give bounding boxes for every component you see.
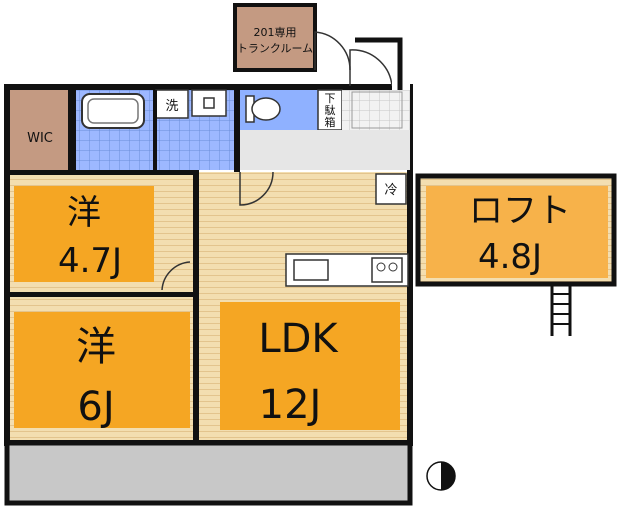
trunk-room-label-1: 201専用 bbox=[254, 26, 297, 39]
room-1-size: 4.7J bbox=[58, 241, 122, 281]
loft-tatami bbox=[426, 186, 608, 278]
trunk-room bbox=[233, 3, 317, 72]
loft-size: 4.8J bbox=[478, 237, 542, 277]
ldk-tatami bbox=[220, 302, 400, 430]
shoe-cabinet-label-2: 駄 bbox=[325, 103, 336, 117]
washroom-label: 洗 bbox=[165, 99, 178, 114]
room-1-tatami bbox=[14, 186, 154, 282]
trunk-room-label-2: トランクルーム bbox=[237, 42, 313, 55]
fridge-label: 冷 bbox=[384, 183, 397, 198]
corridor-area bbox=[238, 130, 410, 170]
ladder-icon bbox=[550, 284, 572, 336]
ldk-name: LDK bbox=[258, 316, 339, 362]
ldk-size: 12J bbox=[259, 382, 322, 428]
stove-icon bbox=[371, 257, 403, 283]
toilet-icon bbox=[245, 95, 281, 123]
room-2-size: 6J bbox=[77, 384, 114, 430]
loft-name: ロフト bbox=[469, 191, 571, 231]
shoe-cabinet-label-1: 下 bbox=[325, 92, 336, 105]
room-2-name: 洋 bbox=[76, 324, 116, 370]
sink-icon bbox=[293, 259, 329, 281]
bathtub-icon bbox=[81, 93, 145, 129]
stairs-icon bbox=[351, 91, 403, 129]
compass-icon bbox=[426, 461, 456, 491]
sink-icon bbox=[191, 89, 227, 117]
entrance-door bbox=[349, 49, 393, 87]
room-1-name: 洋 bbox=[67, 193, 101, 233]
wic-label: WIC bbox=[27, 131, 53, 146]
wic-area bbox=[10, 90, 70, 170]
fridge-space bbox=[375, 173, 407, 205]
balcony bbox=[4, 440, 413, 506]
shoe-cabinet-label-3: 箱 bbox=[325, 115, 336, 129]
room-2-tatami bbox=[14, 312, 190, 428]
